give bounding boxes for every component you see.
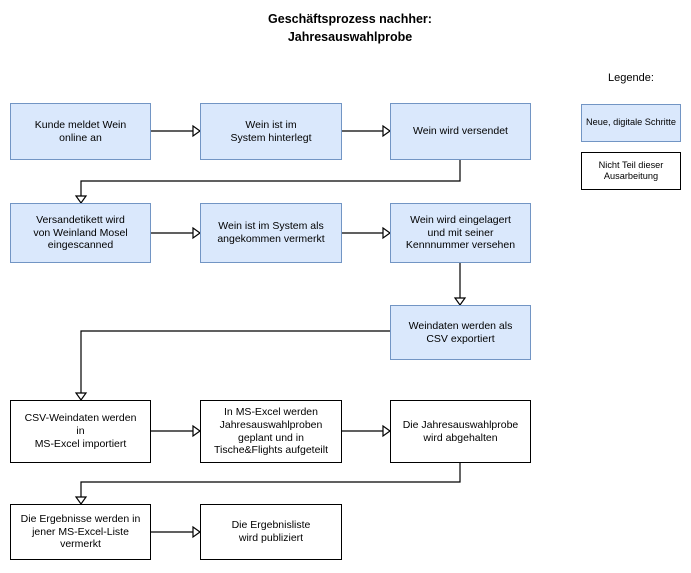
node-csv-weindaten-importiert[interactable]: CSV-Weindaten werden in MS-Excel importi… <box>10 400 151 463</box>
edge-n4-n5 <box>151 226 202 240</box>
edge-n1-n2 <box>151 124 202 138</box>
node-versandetikett-eingescanned[interactable]: Versandetikett wird von Weinland Mosel e… <box>10 203 151 263</box>
edge-n3-n4 <box>74 160 461 205</box>
node-jahresauswahlprobe-abgehalten[interactable]: Die Jahresauswahlprobe wird abgehalten <box>390 400 531 463</box>
node-weindaten-csv-exportiert[interactable]: Weindaten werden als CSV exportiert <box>390 305 531 360</box>
legend-heading: Legende: <box>608 72 654 84</box>
legend-item-nicht-teil-dieser-ausarbeitung: Nicht Teil dieser Ausarbeitung <box>581 152 681 190</box>
node-wein-ist-im-system-hinterlegt[interactable]: Wein ist im System hinterlegt <box>200 103 342 160</box>
edge-n11-n12 <box>151 525 202 539</box>
node-wein-wird-versendet[interactable]: Wein wird versendet <box>390 103 531 160</box>
legend-item-neue-digitale-schritte: Neue, digitale Schritte <box>581 104 681 142</box>
edge-n7-n8 <box>74 330 390 402</box>
node-wein-angekommen-vermerkt[interactable]: Wein ist im System als angekommen vermer… <box>200 203 342 263</box>
edge-n9-n10 <box>342 424 392 438</box>
edge-n2-n3 <box>342 124 392 138</box>
node-wein-eingelagert-kennnummer[interactable]: Wein wird eingelagert und mit seiner Ken… <box>390 203 531 263</box>
edge-n8-n9 <box>151 424 202 438</box>
page-title: Geschäftsprozess nachher: Jahresauswahlp… <box>268 12 432 45</box>
node-jahresauswahlproben-geplant[interactable]: In MS-Excel werden Jahresauswahlproben g… <box>200 400 342 463</box>
edge-n6-n7 <box>453 263 467 307</box>
edge-n10-n11 <box>74 463 461 506</box>
edge-n5-n6 <box>342 226 392 240</box>
node-ergebnisliste-publiziert[interactable]: Die Ergebnisliste wird publiziert <box>200 504 342 560</box>
node-ergebnisse-vermerkt[interactable]: Die Ergebnisse werden in jener MS-Excel-… <box>10 504 151 560</box>
node-kunde-meldet-wein-online-an[interactable]: Kunde meldet Wein online an <box>10 103 151 160</box>
